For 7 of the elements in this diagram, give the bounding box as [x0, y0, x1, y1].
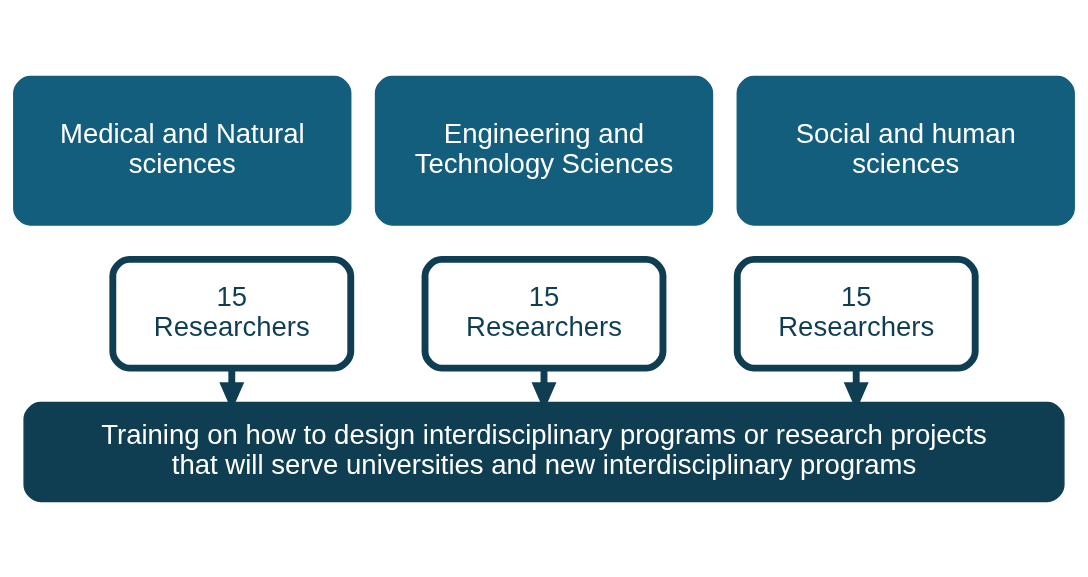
node-box: 15 Researchers — [109, 255, 355, 372]
node-box: 15 Researchers — [733, 255, 979, 372]
node-box: Training on how to design interdisciplinary programs or research projects that will serve universities and new interdisciplinary programs — [23, 401, 1065, 502]
node-box: Medical and Natural sciences — [13, 75, 352, 226]
node-box: Engineering and Technology Sciences — [374, 75, 714, 226]
node-box: Social and human sciences — [736, 75, 1075, 226]
node-box: 15 Researchers — [421, 255, 667, 372]
